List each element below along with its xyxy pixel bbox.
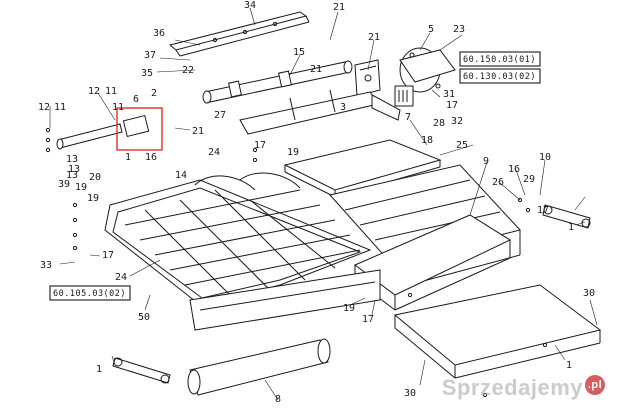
bottom-tray <box>393 284 602 379</box>
bottom-left-arm <box>112 357 171 384</box>
lower-side-plate <box>189 269 381 331</box>
callout-13-c: 13 <box>68 164 80 175</box>
callout-11-b: 11 <box>105 86 117 97</box>
callout-11-c: 11 <box>112 102 124 113</box>
watermark-badge: .pl <box>585 375 605 395</box>
chain-conveyor <box>104 172 372 306</box>
callout-19-bottom: 19 <box>343 303 355 314</box>
right-side-arm <box>542 204 591 229</box>
callout-25: 25 <box>456 140 468 151</box>
callout-12-b: 12 <box>88 86 100 97</box>
leader-lines <box>49 7 598 401</box>
callout-32: 32 <box>451 116 463 127</box>
callout-8: 8 <box>275 394 281 405</box>
callout-3: 3 <box>340 102 346 113</box>
callout-16-mid: 16 <box>145 152 157 163</box>
callout-12-left: 12 <box>38 102 50 113</box>
callout-21-left: 21 <box>192 126 204 137</box>
callout-30-right: 30 <box>583 288 595 299</box>
callout-18: 18 <box>421 135 433 146</box>
callout-11-left: 11 <box>54 102 66 113</box>
svg-text:60.130.03(02): 60.130.03(02) <box>463 72 536 82</box>
highlight-box <box>116 107 163 151</box>
callout-labels: 34 36 21 5 23 37 35 22 15 21 21 12 11 11… <box>38 0 595 405</box>
callout-19-left: 19 <box>87 193 99 204</box>
callout-21-mid: 21 <box>368 32 380 43</box>
bearing-bracket <box>354 59 381 97</box>
motor-box <box>394 85 414 107</box>
callout-35: 35 <box>141 68 153 79</box>
callout-7: 7 <box>405 112 411 123</box>
callout-29: 29 <box>523 174 535 185</box>
callout-13-a: 13 <box>66 170 78 181</box>
callout-9: 9 <box>483 156 489 167</box>
callout-19-right: 19 <box>75 182 87 193</box>
callout-17-bottom: 17 <box>362 314 374 325</box>
reference-box-top-2: 60.130.03(02) <box>459 68 541 84</box>
watermark-text: Sprzedajemy <box>441 375 583 400</box>
callout-27: 27 <box>214 110 226 121</box>
callout-17-right: 17 <box>446 100 458 111</box>
callout-15: 15 <box>293 47 305 58</box>
main-frame-trough <box>354 214 512 311</box>
callout-13-b: 13 <box>66 154 78 165</box>
callout-31: 31 <box>443 89 455 100</box>
callout-10: 10 <box>539 152 551 163</box>
callout-21-arm: 21 <box>310 64 322 75</box>
svg-text:60.105.03(02): 60.105.03(02) <box>53 289 126 299</box>
support-arm <box>239 89 401 135</box>
callout-21-top: 21 <box>333 2 345 13</box>
main-shaft <box>202 60 353 104</box>
callout-28: 28 <box>433 118 445 129</box>
callout-37: 37 <box>144 50 156 61</box>
top-frame-bar <box>168 11 310 57</box>
callout-20: 20 <box>89 172 101 183</box>
left-shaft <box>56 114 150 150</box>
reference-box-top-1: 60.150.03(01) <box>459 51 541 67</box>
watermark: Sprzedajemy.pl <box>442 375 605 401</box>
callout-2: 2 <box>151 88 157 99</box>
callout-24-bottom: 24 <box>115 272 127 283</box>
callout-22: 22 <box>182 65 194 76</box>
callout-16-right: 16 <box>508 164 520 175</box>
callout-23: 23 <box>453 24 465 35</box>
callout-34: 34 <box>244 0 256 11</box>
svg-text:60.150.03(01): 60.150.03(01) <box>463 55 536 65</box>
gearbox <box>399 47 456 93</box>
callout-17-far: 17 <box>537 205 549 216</box>
callout-39: 39 <box>58 179 70 190</box>
hardware-bolts <box>45 127 548 398</box>
callout-19-mid: 19 <box>287 147 299 158</box>
callout-17-mid: 17 <box>254 140 266 151</box>
roller <box>187 338 331 396</box>
callout-1-mid: 1 <box>125 152 131 163</box>
callout-1-right: 1 <box>568 222 574 233</box>
callout-6: 6 <box>133 94 139 105</box>
callout-26: 26 <box>492 177 504 188</box>
callout-33: 33 <box>40 260 52 271</box>
callout-1-far: 1 <box>566 360 572 371</box>
callout-36: 36 <box>153 28 165 39</box>
callout-14: 14 <box>175 170 187 181</box>
callout-17-left: 17 <box>102 250 114 261</box>
callout-50: 50 <box>138 312 150 323</box>
callout-30-bottom: 30 <box>404 388 416 399</box>
callout-5: 5 <box>428 24 434 35</box>
callout-24-top: 24 <box>208 147 220 158</box>
callout-1-bottom: 1 <box>96 364 102 375</box>
reference-box-left: 60.105.03(02) <box>49 285 131 301</box>
